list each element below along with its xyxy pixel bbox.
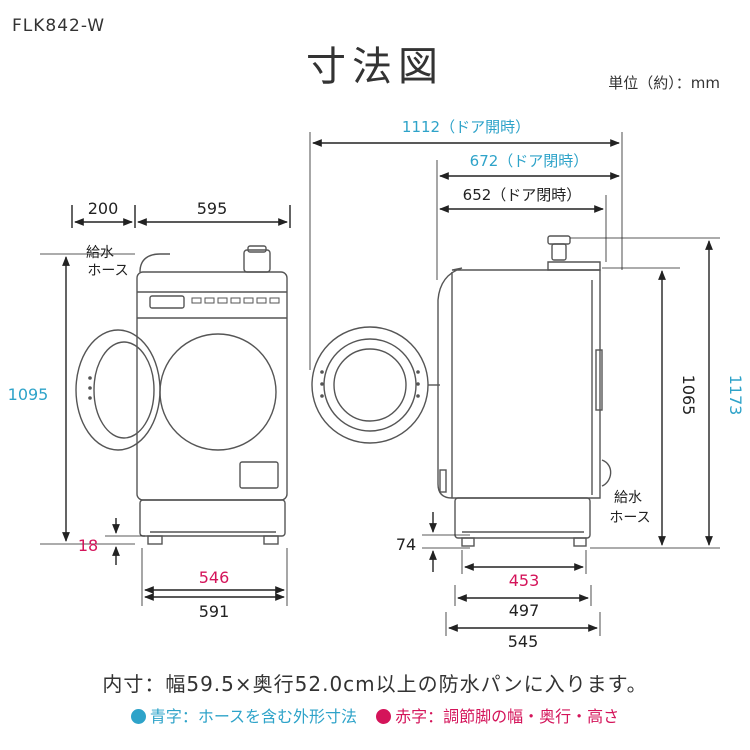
door-latch-dots bbox=[88, 376, 92, 400]
side-washer-body bbox=[311, 235, 612, 547]
legend-red-text: 赤字：調節脚の幅・奥行・高さ bbox=[395, 707, 620, 726]
dim-depth-door-open: 1112（ドア開時） bbox=[402, 118, 530, 136]
side-view: 1112（ドア開時） 672（ドア閉時） 652（ドア閉時） 1065 1173… bbox=[309, 118, 745, 651]
side-hose-label-line1: 給水 bbox=[614, 490, 642, 506]
color-legend: 青字：ホースを含む外形寸法 赤字：調節脚の幅・奥行・高さ bbox=[0, 703, 750, 727]
legend-red-item: 赤字：調節脚の幅・奥行・高さ bbox=[376, 707, 619, 726]
dim-hose-width: 200 bbox=[88, 199, 119, 218]
hose-label-line1: 給水 bbox=[86, 245, 114, 261]
red-dot-icon bbox=[376, 709, 392, 724]
dim-base-depth: 497 bbox=[509, 601, 540, 620]
dim-depth-door-closed: 652（ドア閉時） bbox=[463, 186, 582, 204]
dim-foot-width: 546 bbox=[199, 568, 230, 587]
dim-height-total: 1173 bbox=[726, 375, 745, 416]
legend-blue-item: 青字：ホースを含む外形寸法 bbox=[130, 707, 358, 726]
door-gasket-ticks bbox=[320, 370, 420, 398]
dim-foot-depth: 453 bbox=[509, 571, 540, 590]
dim-overall-base-depth: 545 bbox=[508, 632, 539, 651]
dim-body-width: 595 bbox=[197, 199, 228, 218]
legend-blue-text: 青字：ホースを含む外形寸法 bbox=[149, 707, 358, 726]
hose-label-line2: ホース bbox=[87, 263, 128, 279]
front-view: 200 595 1095 18 546 591 給水 ホース bbox=[8, 199, 291, 621]
waterproof-pan-note: 内寸：幅59.5×奥行52.0cm以上の防水パンに入ります。 bbox=[102, 672, 648, 696]
side-hose-label-line2: ホース bbox=[609, 510, 650, 526]
dim-foot-height: 18 bbox=[78, 536, 98, 555]
dim-base-width: 591 bbox=[199, 602, 230, 621]
model-number: FLK842-W bbox=[12, 16, 106, 36]
dim-height-body: 1065 bbox=[679, 375, 698, 416]
dim-total-height: 1095 bbox=[8, 385, 49, 404]
unit-label: 単位（約）：mm bbox=[608, 74, 720, 92]
page-title: 寸法図 bbox=[306, 44, 444, 90]
dim-depth-door-closed-blue: 672（ドア閉時） bbox=[470, 152, 589, 170]
front-washer-body bbox=[75, 245, 288, 545]
blue-dot-icon bbox=[130, 709, 146, 724]
dim-side-foot-height: 74 bbox=[396, 535, 416, 554]
